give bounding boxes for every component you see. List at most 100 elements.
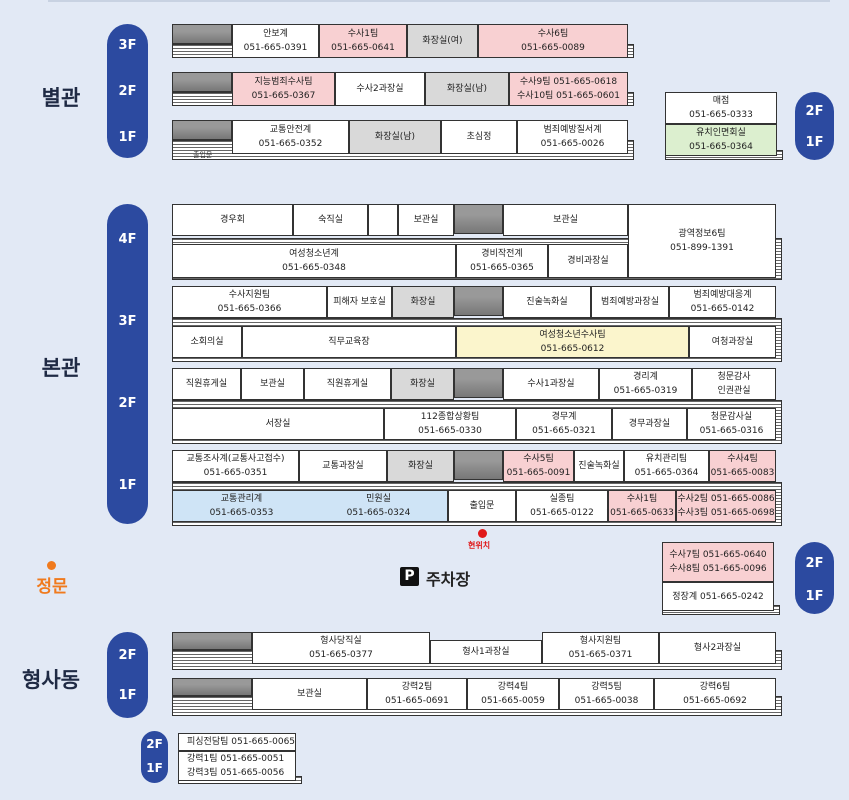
criminal-floor-pill: 2F 1F (107, 632, 148, 718)
gate-label: 정문 (36, 577, 68, 597)
floor-1f-label: 1F (805, 135, 824, 150)
floor-2f-label: 2F (118, 648, 137, 663)
room-main-4f-4: 보관실 (398, 204, 454, 236)
main-building-label: 본관 (41, 356, 81, 380)
room-main-3f-5: 범죄예방과장실 (591, 286, 669, 318)
room-main-1f-3: 화장실 (387, 450, 454, 482)
room-annex-2f-3: 화장실(남) (425, 72, 509, 106)
room-crim-1f-1: 보관실 (252, 678, 367, 710)
floor-4f-label: 4F (118, 232, 137, 247)
floor-1f-label: 1F (118, 478, 137, 493)
room-main-4f-3 (368, 204, 398, 236)
room-main-4f-2: 숙직실 (293, 204, 368, 236)
floor-1f-label: 1F (805, 589, 824, 604)
room-main-1f-5: 진술녹화실 (574, 450, 624, 482)
floor-1f-label: 1F (118, 688, 137, 703)
room-main-2f-5: 수사1과장실 (503, 368, 599, 400)
current-location-label: 현위치 (468, 541, 491, 550)
floor-1f-label: 1F (118, 130, 137, 145)
room-main-2f-11: 경무과장실 (612, 408, 687, 440)
annex-entrance-label: 출입문 (193, 151, 213, 159)
parking-label: 주차장 (426, 570, 471, 589)
criminal-extra-floor-pill: 2F 1F (141, 731, 168, 783)
room-main-3f-10: 여청과장실 (689, 326, 776, 358)
main-stair (454, 286, 503, 316)
annex-label: 별관 (41, 86, 81, 110)
room-main-1f-2: 교통과장실 (299, 450, 387, 482)
floor-3f-label: 3F (118, 38, 137, 53)
room-crim-extra-2f: 피싱전담팀 051-665-0065 (178, 733, 296, 751)
room-main-3f-2: 피해자 보호실 (327, 286, 392, 318)
floor-1f-label: 1F (146, 761, 163, 775)
criminal-building-label: 형사동 (22, 668, 80, 692)
floor-2f-label: 2F (146, 737, 163, 751)
room-main-4f-1: 경우회 (172, 204, 293, 236)
room-main-3f-8: 직무교육장 (242, 326, 456, 358)
criminal-stair (172, 632, 252, 650)
main-stair (454, 450, 503, 480)
parking-icon: P (400, 567, 419, 586)
room-main-1f-1: 교통조사계(교통사고접수)051-665-0351 (172, 450, 299, 482)
main-floor-pill: 4F 3F 2F 1F (107, 204, 148, 524)
room-main-2f-2: 보관실 (241, 368, 304, 400)
main-stair (454, 368, 503, 398)
floor-2f-label: 2F (805, 556, 824, 571)
room-main-3f-7: 소회의실 (172, 326, 242, 358)
gate-marker-icon (47, 561, 56, 570)
room-main-2f-4: 화장실 (391, 368, 454, 400)
current-location-icon (478, 529, 487, 538)
floor-2f-label: 2F (805, 104, 824, 119)
room-main-entrance[interactable]: 출입문 (448, 490, 516, 522)
room-main-2f-8: 서장실 (172, 408, 384, 440)
criminal-stair (172, 678, 252, 696)
room-crim-2f-2: 형사1과장실 (430, 640, 542, 664)
floor-3f-label: 3F (118, 314, 137, 329)
room-annex-1f-2: 화장실(남) (349, 120, 441, 154)
room-main-4f-9: 경비과장실 (548, 244, 628, 278)
room-main-4f-5: 보관실 (503, 204, 628, 236)
room-main-3f-3: 화장실 (392, 286, 454, 318)
floor-2f-label: 2F (118, 84, 137, 99)
room-main-2f-3: 직원휴게실 (304, 368, 391, 400)
floor-2f-label: 2F (118, 396, 137, 411)
annex-stair (172, 24, 232, 44)
room-main-3f-4: 진술녹화실 (503, 286, 591, 318)
room-crim-2f-4: 형사2과장실 (659, 632, 776, 664)
annex-east-floor-pill: 2F 1F (795, 92, 834, 160)
annex-floor-pill: 3F 2F 1F (107, 24, 148, 158)
room-annex-1f-3: 초심정 (441, 120, 517, 154)
top-divider (48, 0, 830, 2)
